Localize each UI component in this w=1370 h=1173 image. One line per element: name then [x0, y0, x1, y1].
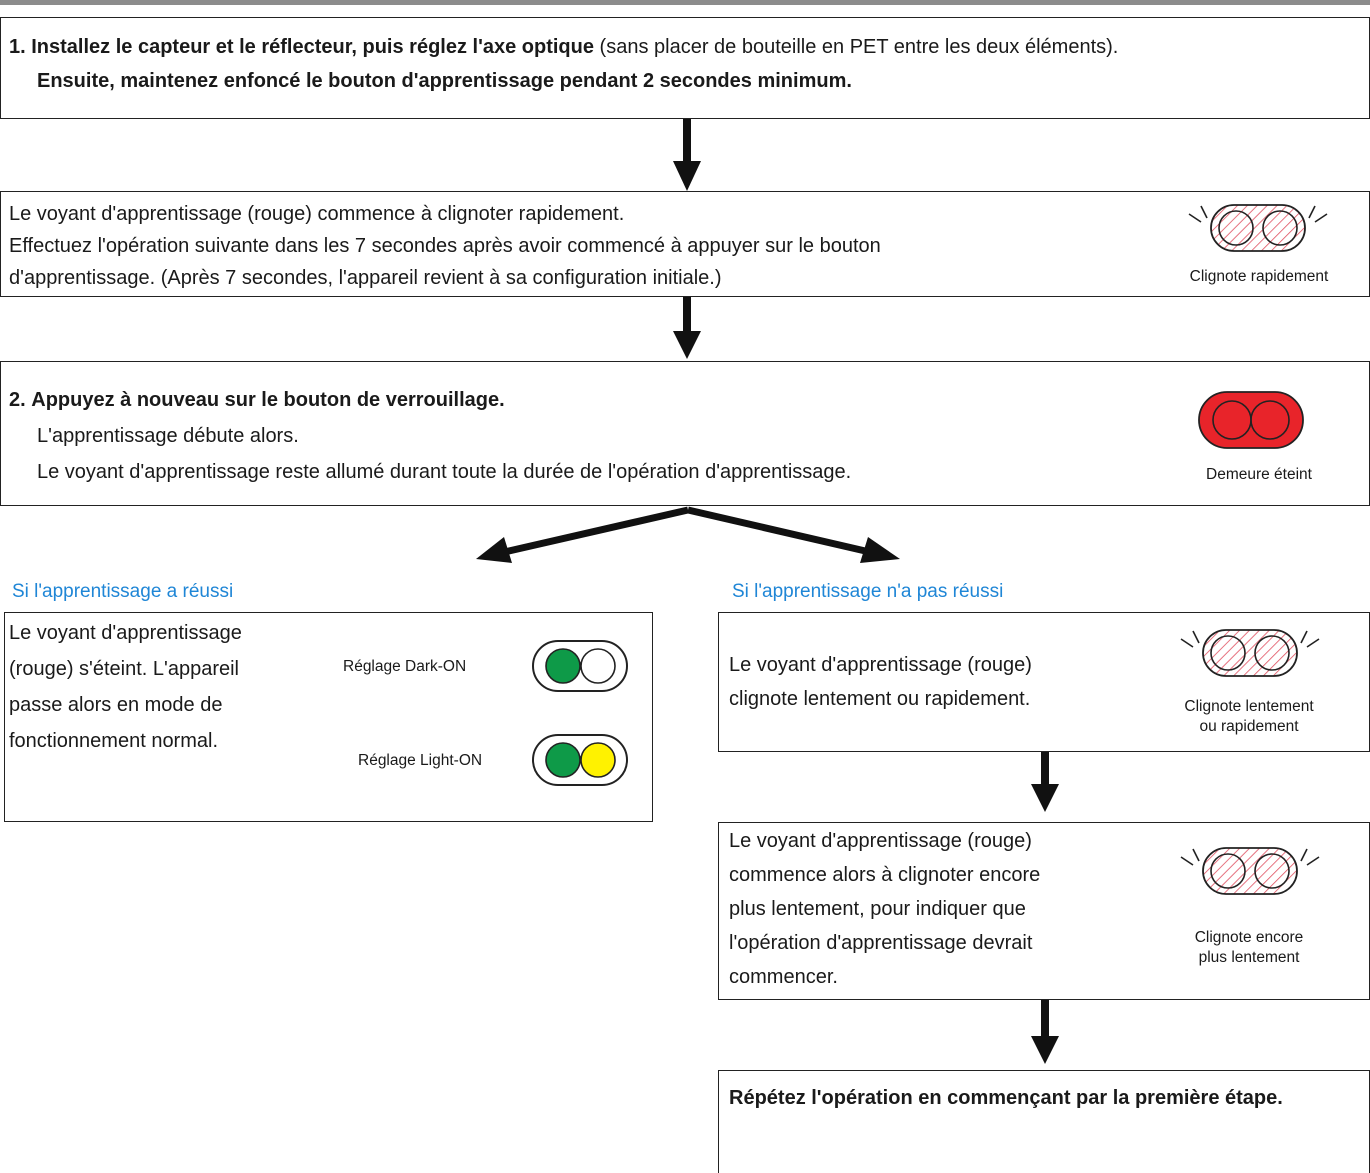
step2-line-1: L'apprentissage débute alors.	[37, 425, 299, 447]
failure-box-1: Le voyant d'apprentissage (rouge) cligno…	[718, 612, 1370, 752]
step2-title: Appuyez à nouveau sur le bouton de verro…	[31, 389, 505, 411]
led-dark-on-icon	[532, 640, 628, 692]
blink-step-box: Le voyant d'apprentissage (rouge) commen…	[0, 191, 1370, 297]
led-light-on-icon	[532, 734, 628, 786]
led-steady-red-icon	[1198, 391, 1304, 449]
success-box: Le voyant d'apprentissage (rouge) s'étei…	[4, 612, 653, 822]
step2-box: 2. Appuyez à nouveau sur le bouton de ve…	[0, 361, 1370, 506]
steady-indicator-caption: Demeure éteint	[1206, 466, 1312, 483]
step1-number: 1.	[9, 36, 26, 58]
failure-box-2: Le voyant d'apprentissage (rouge) commen…	[718, 822, 1370, 1000]
step2-number: 2.	[9, 389, 26, 411]
led-fast-blink-icon	[1188, 204, 1328, 252]
light-on-label: Réglage Light-ON	[358, 752, 483, 769]
arrow-down-2	[673, 297, 701, 359]
top-rule	[0, 0, 1370, 5]
success-heading: Si l'apprentissage a réussi	[12, 581, 234, 602]
failure1-caption-1: Clignote lentement	[1184, 698, 1314, 715]
failure-box-3: Répétez l'opération en commençant par la…	[718, 1070, 1370, 1173]
arrow-down-4	[1031, 1000, 1059, 1064]
led-slower-blink-icon	[1180, 847, 1320, 895]
step1-normal-text: (sans placer de bouteille en PET entre l…	[593, 36, 1119, 58]
branch-arrows	[476, 506, 900, 563]
success-line-3: passe alors en mode de	[9, 694, 223, 716]
failure2-line-1: Le voyant d'apprentissage (rouge)	[729, 830, 1032, 852]
led-slow-or-fast-blink-icon	[1180, 629, 1320, 677]
failure1-line-2: clignote lentement ou rapidement.	[729, 688, 1031, 710]
blink-line-1: Le voyant d'apprentissage (rouge) commen…	[9, 203, 625, 225]
arrow-down-3	[1031, 752, 1059, 812]
blink-line-3: d'apprentissage. (Après 7 secondes, l'ap…	[9, 267, 722, 289]
step1-box: 1. Installez le capteur et le réflecteur…	[0, 17, 1370, 119]
repeat-instruction: Répétez l'opération en commençant par la…	[729, 1087, 1283, 1109]
failure2-caption-2: plus lentement	[1198, 949, 1300, 966]
step2-line-2: Le voyant d'apprentissage reste allumé d…	[37, 461, 852, 483]
failure1-line-1: Le voyant d'apprentissage (rouge)	[729, 654, 1032, 676]
step2-title-line: 2. Appuyez à nouveau sur le bouton de ve…	[9, 383, 505, 417]
failure2-line-5: commencer.	[729, 966, 838, 988]
failure-heading: Si l'apprentissage n'a pas réussi	[732, 581, 1004, 602]
blink-indicator-caption: Clignote rapidement	[1189, 268, 1329, 285]
dark-on-label: Réglage Dark-ON	[343, 658, 467, 675]
failure2-line-2: commence alors à clignoter encore	[729, 864, 1041, 886]
failure2-line-3: plus lentement, pour indiquer que	[729, 898, 1026, 920]
failure2-caption-1: Clignote encore	[1194, 929, 1304, 946]
step1-bold-text: Installez le capteur et le réflecteur, p…	[31, 36, 594, 58]
success-line-2: (rouge) s'éteint. L'appareil	[9, 658, 239, 680]
arrow-down-1	[673, 119, 701, 191]
step1-line1: 1. Installez le capteur et le réflecteur…	[9, 30, 1118, 64]
failure1-caption-2: ou rapidement	[1199, 718, 1299, 735]
failure2-line-4: l'opération d'apprentissage devrait	[729, 932, 1033, 954]
step1-line2: Ensuite, maintenez enfoncé le bouton d'a…	[37, 70, 852, 92]
blink-line-2: Effectuez l'opération suivante dans les …	[9, 235, 881, 257]
success-line-1: Le voyant d'apprentissage	[9, 622, 242, 644]
success-line-4: fonctionnement normal.	[9, 730, 219, 752]
